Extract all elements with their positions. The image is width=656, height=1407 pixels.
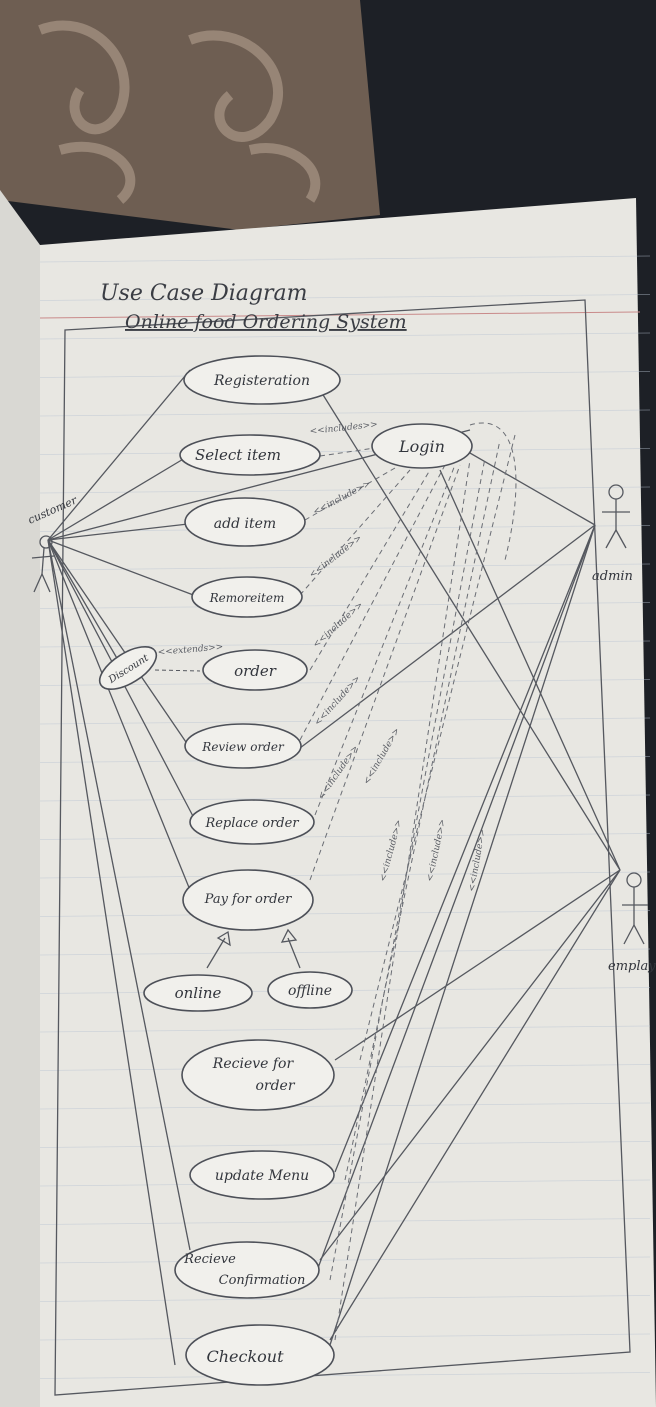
usecase-order <box>202 649 308 691</box>
usecase-login <box>371 423 473 469</box>
label-review-order: Review order <box>201 740 285 754</box>
usecase-remove-item <box>191 576 303 618</box>
usecase-select-item <box>179 434 321 476</box>
include-relations <box>299 422 517 1341</box>
actor-admin <box>602 484 630 549</box>
notebook-page <box>40 198 656 1407</box>
label-replace-order: Replace order <box>204 816 299 831</box>
system-name: Online food Ordering System <box>125 311 407 333</box>
margin-line <box>39 311 641 319</box>
cloth-pattern <box>0 0 380 230</box>
label-receive-for-order-line2: order <box>255 1078 295 1094</box>
label-select-item: Select item <box>195 446 281 464</box>
actor-employee <box>622 872 648 945</box>
usecase-review-order <box>184 723 302 769</box>
label-update-menu: update Menu <box>215 1168 309 1184</box>
label-receive-confirmation-line1: Recieve <box>183 1252 236 1267</box>
usecase-discount <box>98 646 158 690</box>
usecase-labels: Registeration Select item Login add item… <box>106 373 445 1366</box>
label-registration: Registeration <box>213 373 310 389</box>
generalization-arrows <box>206 928 301 969</box>
usecase-registration <box>183 355 341 405</box>
extend-relation <box>154 669 201 672</box>
usecase-receive-for-order <box>181 1039 335 1111</box>
usecase-receive-confirmation <box>174 1241 320 1299</box>
usecase-add-item <box>184 497 306 547</box>
label-add-item: add item <box>214 516 276 532</box>
label-checkout: Checkout <box>206 1347 284 1366</box>
actor-admin-label: admin <box>592 569 633 584</box>
actor-customer <box>31 535 55 593</box>
diagram-heading: Use Case Diagram <box>100 281 307 306</box>
system-boundary <box>54 299 631 1396</box>
label-receive-confirmation-line2: Confirmation <box>219 1273 306 1288</box>
use-cases <box>98 355 473 1386</box>
usecase-offline <box>267 971 353 1009</box>
actor-employee-label: emplay <box>608 959 656 974</box>
label-login: Login <box>398 437 445 456</box>
label-online: online <box>175 984 222 1002</box>
label-remove-item: Remoreitem <box>209 591 285 605</box>
usecase-update-menu <box>189 1150 335 1200</box>
usecase-replace-order <box>189 799 315 845</box>
label-order: order <box>234 662 277 680</box>
label-receive-for-order-line1: Recieve for <box>212 1056 295 1072</box>
staff-associations <box>299 389 621 1346</box>
label-offline: offline <box>288 983 332 999</box>
left-page-edge <box>0 190 40 1407</box>
usecase-checkout <box>185 1324 335 1386</box>
usecase-online <box>143 974 253 1012</box>
label-pay-for-order: Pay for order <box>204 892 292 907</box>
usecase-pay-for-order <box>182 869 314 931</box>
